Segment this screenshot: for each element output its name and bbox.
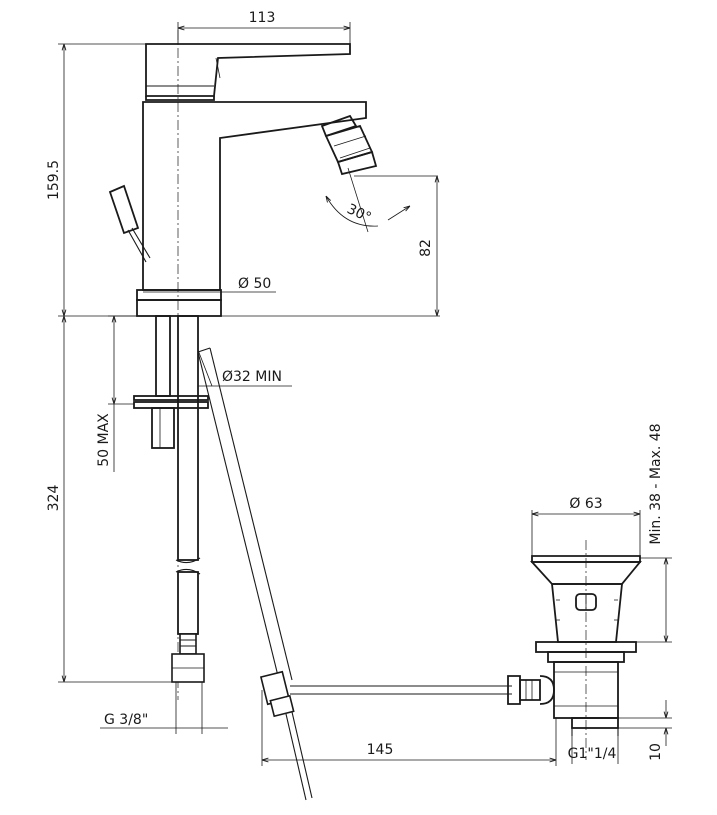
dim-width-top: 113 — [177, 10, 351, 44]
dim-deck-thickness: 50 MAX — [96, 315, 138, 472]
dim-rod-length-label: 145 — [367, 742, 394, 758]
dim-hole-diameter-label: Ø32 MIN — [222, 369, 282, 385]
dim-outlet-height-label: 82 — [418, 239, 434, 257]
dim-waste-tail-label: 10 — [648, 743, 664, 761]
waste-assembly — [507, 540, 642, 760]
waste-rod — [290, 685, 512, 695]
dim-hose-thread: G 3/8" — [100, 682, 228, 734]
dim-spray-angle-label: 30° — [344, 201, 373, 226]
dim-deck-thickness-label: 50 MAX — [96, 413, 112, 467]
dim-waste-thread: G1"1/4 — [568, 736, 619, 764]
faucet-body — [108, 30, 367, 700]
dim-outlet-height: 82 — [418, 176, 437, 316]
popup-rod — [197, 347, 313, 801]
dim-waste-tail: 10 — [618, 700, 672, 761]
dim-rod-length: 145 — [261, 690, 557, 766]
dim-waste-diameter-label: Ø 63 — [569, 496, 602, 512]
braided-hose — [171, 315, 205, 683]
dim-waste-range: Min. 38 - Max. 48 — [636, 423, 672, 643]
dim-waste-thread-label: G1"1/4 — [568, 746, 617, 762]
spray-nozzle — [320, 114, 378, 176]
fixing-shank — [133, 315, 209, 449]
dim-hose-thread-label: G 3/8" — [104, 712, 148, 728]
dim-hose-length: 324 — [46, 316, 172, 683]
dim-waste-diameter: Ø 63 — [531, 496, 641, 556]
dim-base-diameter: Ø 50 — [143, 276, 276, 293]
dim-hole-diameter: Ø32 MIN — [197, 349, 292, 387]
dim-hose-length-label: 324 — [46, 485, 62, 512]
dim-base-diameter-label: Ø 50 — [238, 276, 271, 292]
dim-width-top-label: 113 — [249, 10, 276, 26]
dim-waste-range-label: Min. 38 - Max. 48 — [648, 423, 664, 544]
dim-height-spout-label: 159.5 — [46, 160, 62, 200]
dim-spray-angle: 30° — [326, 167, 438, 233]
